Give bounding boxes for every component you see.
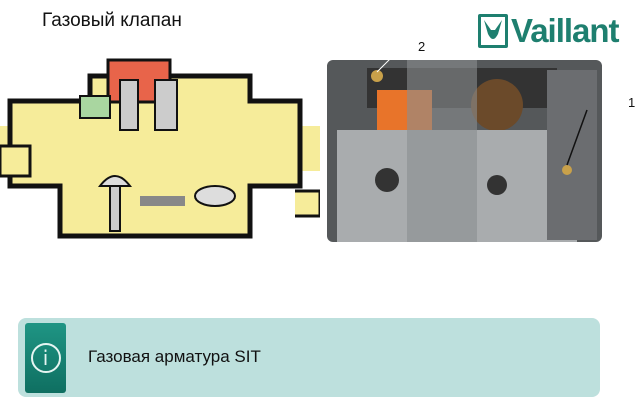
vaillant-logo: Vaillant (478, 10, 628, 52)
slide-title: Газовый клапан (42, 10, 182, 31)
logo-text: Vaillant (511, 12, 620, 49)
info-text: Газовая арматура SIT (88, 347, 261, 366)
info-icon: i (25, 323, 66, 393)
gas-valve-diagram (0, 58, 320, 239)
hare-logo-icon (478, 14, 508, 48)
callout-2: 2 (418, 39, 426, 54)
info-box: i Газовая арматура SIT (18, 318, 600, 397)
gas-valve-photo (327, 60, 602, 242)
callout-1: 1 (628, 95, 636, 110)
